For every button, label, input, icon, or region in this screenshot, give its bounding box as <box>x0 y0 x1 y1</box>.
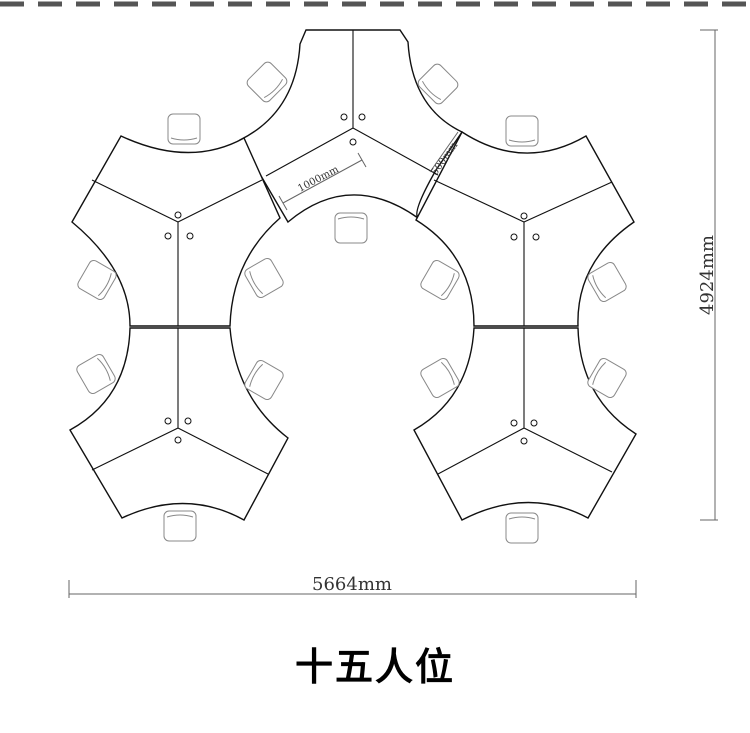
chair-icon <box>420 357 460 399</box>
desk-cluster-lower-right <box>413 327 637 521</box>
chair-icon <box>417 63 459 105</box>
chair-icon <box>244 359 284 401</box>
layout-title: 十五人位 <box>294 645 455 689</box>
width-dimension-label: 5664mm <box>312 574 392 595</box>
chair-icon <box>163 510 197 542</box>
desk-cluster-top <box>239 29 464 224</box>
chair-icon <box>420 259 460 301</box>
chair-icon <box>77 259 117 301</box>
height-dimension: 4924mm <box>697 29 718 521</box>
chair-icon <box>334 212 368 244</box>
desk-cluster-lower-left <box>69 327 289 521</box>
chair-icon <box>587 261 627 303</box>
chair-icon <box>244 257 284 299</box>
cable-grommets <box>164 113 540 445</box>
width-dimension: 5664mm <box>68 574 637 598</box>
chair-icon <box>76 353 116 395</box>
chair-icon <box>505 512 539 544</box>
chair-icon <box>167 113 201 145</box>
desk-cluster-upper-right <box>415 130 635 327</box>
chair-icon <box>246 61 288 103</box>
height-dimension-label: 4924mm <box>697 235 718 315</box>
desk-cluster-upper-left <box>71 135 281 327</box>
chair-icon <box>505 115 539 147</box>
chair-icon <box>587 357 627 399</box>
